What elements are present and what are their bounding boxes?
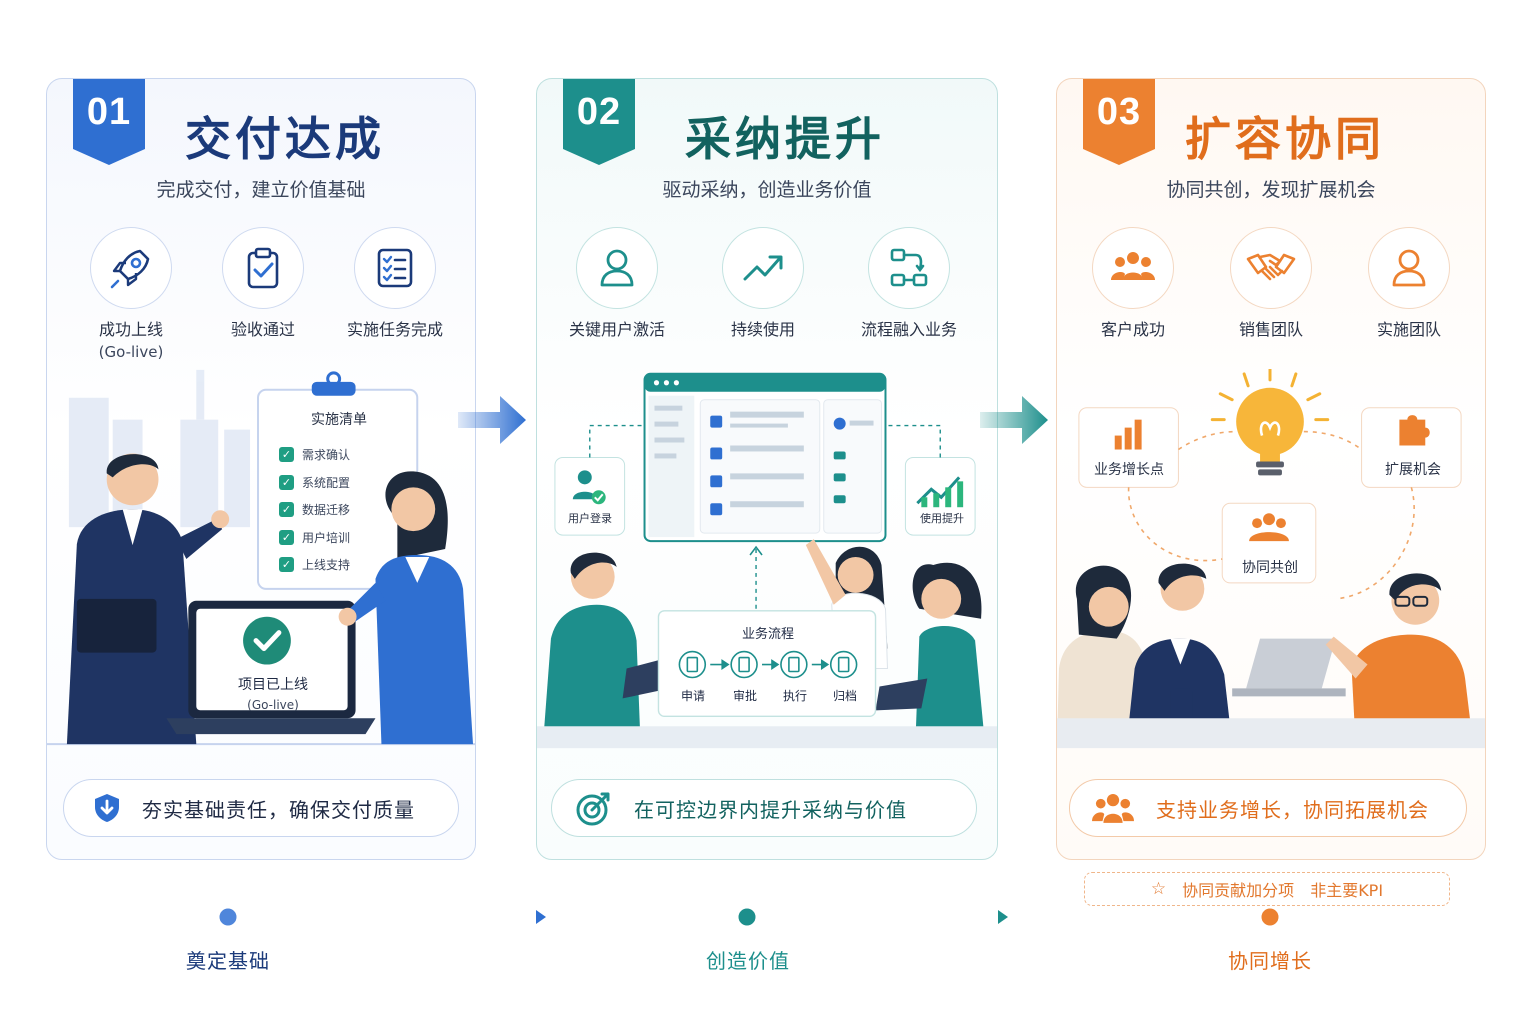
- stage-card-adoption: 02 采纳提升 驱动采纳，创造业务价值 关键用户激活 持续使用: [536, 78, 998, 860]
- process-title: 业务流程: [741, 627, 794, 642]
- continuous-use-item: 持续使用: [693, 227, 833, 341]
- stage-title: 交付达成: [185, 112, 385, 166]
- team-icon: [1111, 252, 1155, 280]
- rocket-item: 成功上线 (Go-live): [61, 227, 201, 363]
- laptop-status-line: 项目已上线: [238, 677, 308, 693]
- idea-card-growth: 业务增长点: [1094, 462, 1164, 478]
- footer-text: 夯实基础责任，确保交付质量: [142, 797, 415, 822]
- kpi-note-text: 协同贡献加分项: [1182, 881, 1295, 900]
- icon-label: 流程融入业务: [860, 320, 957, 339]
- process-step: 归档: [833, 689, 858, 703]
- process-steps: 申请 审批 执行 归档: [659, 687, 877, 703]
- laptop-status: 项目已上线 (Go-live): [197, 675, 349, 715]
- timeline-label: 奠定基础: [186, 949, 270, 973]
- icon-label: 持续使用: [730, 320, 795, 339]
- stage-arrow-icon: [980, 396, 1048, 444]
- idea-card-cocreate: 协同共创: [1242, 560, 1298, 576]
- stage-arrow-icon: [458, 396, 526, 444]
- footer-text: 支持业务增长，协同拓展机会: [1156, 797, 1429, 822]
- stage-subtitle: 驱动采纳，创造业务价值: [662, 179, 872, 201]
- rocket-icon: [110, 249, 150, 289]
- target-icon: [576, 792, 610, 826]
- key-user-item: 关键用户激活: [547, 227, 687, 341]
- stage-badge-02: [563, 79, 635, 165]
- person-icon: [1392, 249, 1426, 287]
- handshake-icon: [1246, 253, 1296, 281]
- shield-icon: [95, 794, 119, 822]
- idea-card-expansion: 扩展机会: [1385, 462, 1441, 478]
- footer-text: 在可控边界内提升采纳与价值: [634, 797, 907, 822]
- check-icon: ✓: [279, 557, 294, 573]
- customer-success-item: 客户成功: [1063, 227, 1203, 341]
- trend-up-icon: [743, 255, 783, 281]
- stage-card-expansion: 03 扩容协同 协同共创，发现扩展机会 客户成功 销售团队 实施团队: [1056, 78, 1486, 860]
- process-item: 流程融入业务: [839, 227, 979, 341]
- process-step: 申请: [681, 689, 706, 703]
- icon-label: 实施团队: [1376, 320, 1441, 339]
- stage-subtitle: 完成交付，建立价值基础: [156, 179, 366, 201]
- icon-sublabel: (Go-live): [98, 343, 164, 361]
- icon-label: 验收通过: [230, 320, 295, 339]
- check-icon: ✓: [279, 529, 294, 545]
- laptop-status-sub: (Go-live): [247, 698, 299, 712]
- checklist-item: 系统配置: [302, 475, 351, 490]
- stage-card-delivery: 01 交付达成 完成交付，建立价值基础 成功上线(Go-live) 验收通过: [46, 78, 476, 860]
- icon-label: 销售团队: [1238, 320, 1303, 339]
- implementation-team-item: 实施团队: [1339, 227, 1479, 341]
- tasks-item: 实施任务完成: [325, 227, 465, 341]
- stage-badge-01: [73, 79, 145, 165]
- process-step: 审批: [733, 689, 758, 703]
- expansion-illustration: [1057, 369, 1485, 749]
- process-flow-icon: [890, 248, 928, 287]
- footer-pill: 在可控边界内提升采纳与价值: [551, 779, 977, 837]
- side-card-usage: 使用提升: [920, 512, 964, 525]
- icon-label: 实施任务完成: [346, 320, 443, 339]
- check-icon: ✓: [279, 474, 294, 490]
- icon-label: 客户成功: [1100, 320, 1165, 339]
- timeline-label: 协同增长: [1228, 949, 1312, 973]
- side-card-login: 用户登录: [568, 512, 612, 525]
- stage-title: 扩容协同: [1185, 112, 1385, 166]
- process-step: 执行: [783, 689, 808, 703]
- checklist-item: 用户培训: [302, 530, 351, 545]
- checklist-item: 数据迁移: [302, 503, 351, 518]
- checklist-item: 上线支持: [302, 558, 351, 573]
- user-icon: [600, 249, 634, 287]
- timeline-label: 创造价值: [706, 949, 790, 973]
- footer-pill: 支持业务增长，协同拓展机会: [1069, 779, 1467, 837]
- footer-pill: 夯实基础责任，确保交付质量: [63, 779, 459, 837]
- clipboard-check-icon: [247, 247, 279, 289]
- adoption-illustration: [537, 372, 997, 749]
- icon-label: 关键用户激活: [568, 320, 665, 339]
- checklist: ✓ 需求确认 ✓ 系统配置 ✓ 数据迁移 ✓ 用户培训 ✓ 上线支持: [279, 441, 350, 579]
- stage-badge-03: [1083, 79, 1155, 165]
- checklist-item: 需求确认: [302, 448, 351, 463]
- kpi-note-tag: 非主要KPI: [1310, 881, 1384, 900]
- kpi-note: ☆ 协同贡献加分项 非主要KPI: [1084, 872, 1450, 906]
- timeline: [40, 908, 1490, 929]
- acceptance-item: 验收通过: [193, 227, 333, 341]
- check-icon: ✓: [279, 502, 294, 518]
- star-icon: ☆: [1150, 879, 1167, 899]
- delivery-illustration: [47, 369, 475, 746]
- team-icon: [1092, 794, 1134, 823]
- check-icon: ✓: [279, 447, 294, 463]
- task-list-icon: [377, 248, 413, 288]
- icon-label: 成功上线: [98, 320, 163, 339]
- stage-title: 采纳提升: [685, 112, 885, 166]
- sales-team-item: 销售团队: [1201, 227, 1341, 341]
- checklist-title: 实施清单: [311, 412, 367, 428]
- stage-subtitle: 协同共创，发现扩展机会: [1166, 179, 1376, 201]
